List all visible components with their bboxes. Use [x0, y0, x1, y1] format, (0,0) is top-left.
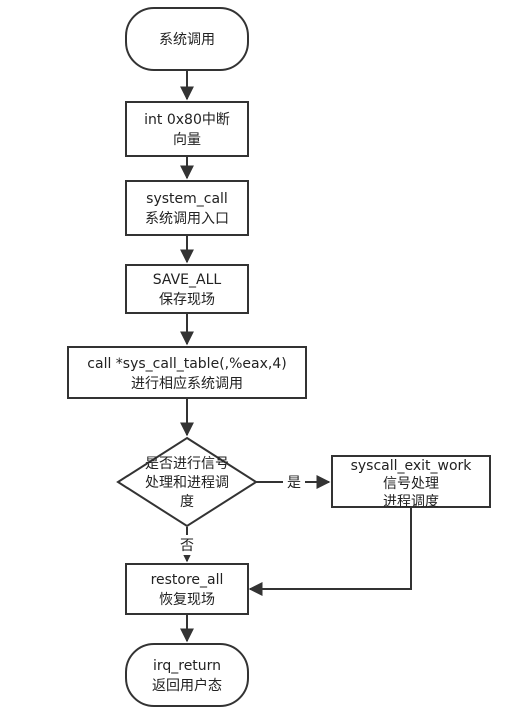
node-exit-work-line-2: 进程调度 — [383, 494, 439, 510]
node-call-table: call *sys_call_table(,%eax,4) 进行相应系统调用 — [67, 346, 307, 399]
node-decision: 是否进行信号 处理和进程调 度 — [116, 436, 258, 528]
node-irq-return-line-0: irq_return — [153, 658, 221, 674]
node-system-call-line-0: system_call — [146, 191, 228, 207]
edge-label-no-bg — [177, 535, 197, 555]
node-int80: int 0x80中断 向量 — [125, 101, 249, 157]
node-system-call-line-1: 系统调用入口 — [145, 211, 229, 227]
node-call-table-line-0: call *sys_call_table(,%eax,4) — [87, 356, 286, 372]
node-system-call: system_call 系统调用入口 — [125, 180, 249, 236]
edge-label-yes: 是 — [287, 475, 301, 491]
node-int80-line-0: int 0x80中断 — [144, 112, 230, 128]
node-decision-line-1: 处理和进程调 — [145, 475, 229, 491]
node-save-all: SAVE_ALL 保存现场 — [125, 264, 249, 314]
node-start: 系统调用 — [125, 7, 249, 71]
edge-exit-work-to-restore-all — [248, 507, 412, 596]
node-decision-line-2: 度 — [180, 494, 194, 510]
edge-label-yes-bg — [283, 472, 305, 492]
node-decision-line-0: 是否进行信号 — [145, 456, 229, 472]
node-irq-return: irq_return 返回用户态 — [125, 643, 249, 707]
edge-label-no: 否 — [180, 538, 194, 554]
node-restore-all-line-1: 恢复现场 — [159, 591, 215, 608]
node-start-line-0: 系统调用 — [159, 32, 215, 48]
node-save-all-line-1: 保存现场 — [159, 292, 215, 308]
node-exit-work-line-0: syscall_exit_work — [351, 458, 473, 474]
node-exit-work: syscall_exit_work 信号处理 进程调度 — [331, 455, 491, 510]
node-restore-all-line-0: restore_all — [151, 572, 224, 588]
node-exit-work-line-1: 信号处理 — [383, 476, 439, 492]
node-restore-all: restore_all 恢复现场 — [125, 563, 249, 615]
node-call-table-line-1: 进行相应系统调用 — [131, 375, 243, 392]
node-save-all-line-0: SAVE_ALL — [153, 272, 222, 288]
node-irq-return-line-1: 返回用户态 — [152, 677, 222, 694]
node-int80-line-1: 向量 — [173, 132, 201, 148]
